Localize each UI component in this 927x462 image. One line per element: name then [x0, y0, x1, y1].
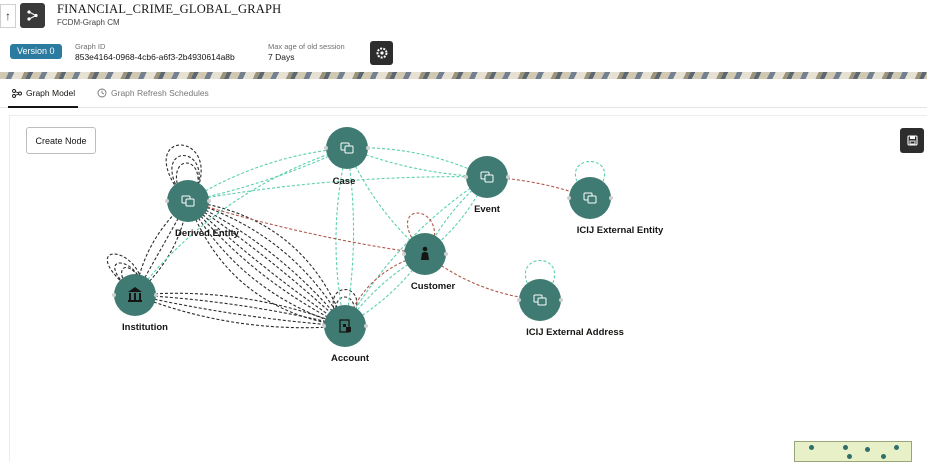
graph-edge[interactable]: [175, 162, 199, 194]
gear-icon: [376, 47, 387, 59]
graph-node-icij-external-entity[interactable]: ICIJ External Entity: [567, 177, 664, 236]
graph-edge[interactable]: [134, 294, 346, 327]
graph-edge[interactable]: [406, 212, 436, 247]
minimap-node: [847, 454, 852, 459]
graph-id-value: 853e4164-0968-4cb6-a6f3-2b4930614a8b: [75, 52, 235, 62]
graph-edge[interactable]: [346, 147, 488, 178]
graph-node-customer[interactable]: Customer: [402, 233, 455, 292]
tab-label: Graph Model: [26, 88, 76, 98]
page-title: FINANCIAL_CRIME_GLOBAL_GRAPH: [57, 2, 282, 16]
minimap-node: [843, 445, 848, 450]
graph-edge[interactable]: [134, 294, 346, 327]
graph-edge[interactable]: [187, 200, 346, 327]
graph-edge[interactable]: [574, 161, 606, 191]
graph-edge[interactable]: [165, 144, 202, 194]
arrow-up-icon: ↑: [5, 9, 11, 23]
graph-node-label: ICIJ External Entity: [577, 225, 664, 236]
entity-icon: [480, 171, 494, 183]
max-age-label: Max age of old session: [268, 42, 345, 51]
max-age-value: 7 Days: [268, 52, 295, 62]
graph-edge[interactable]: [134, 292, 346, 327]
bank-icon: [128, 287, 142, 302]
entity-icon: [583, 192, 597, 204]
graph-node-case[interactable]: Case: [324, 127, 370, 187]
graph-node-label: Account: [331, 353, 370, 364]
graph-edge[interactable]: [171, 154, 200, 194]
graph-node-derived-entity[interactable]: Derived Entity: [165, 180, 240, 239]
graph-edge[interactable]: [134, 294, 346, 329]
graph-node-label: Event: [474, 204, 501, 215]
settings-button[interactable]: [370, 41, 393, 65]
decorative-banner: [0, 72, 927, 79]
active-tab-indicator: [8, 106, 78, 108]
graph-edge[interactable]: [344, 176, 488, 327]
graph-node-label: Institution: [122, 322, 168, 333]
graph-edge[interactable]: [524, 259, 556, 293]
graph-model-icon: [12, 88, 22, 98]
graph-node-label: ICIJ External Address: [526, 327, 624, 338]
schedule-icon: [97, 88, 107, 98]
graph-node-icij-external-address[interactable]: ICIJ External Address: [517, 279, 624, 338]
graph-edge[interactable]: [187, 176, 488, 202]
graph-edge[interactable]: [187, 200, 346, 327]
graph-node-label: Customer: [411, 281, 456, 292]
graph-edge[interactable]: [187, 200, 346, 327]
graph-node-institution[interactable]: Institution: [112, 274, 168, 333]
graph-edge[interactable]: [187, 200, 426, 255]
graph-edge[interactable]: [187, 200, 346, 327]
graph-id-label: Graph ID: [75, 42, 106, 51]
entity-icon: [340, 142, 354, 154]
create-node-button[interactable]: Create Node: [26, 127, 96, 154]
tab-label: Graph Refresh Schedules: [111, 88, 209, 98]
tab-graph-model[interactable]: Graph Model: [12, 88, 75, 98]
page-header: ↑ FINANCIAL_CRIME_GLOBAL_GRAPH FCDM-Grap…: [0, 0, 927, 72]
graph-edge[interactable]: [187, 200, 346, 327]
minimap-node: [865, 447, 870, 452]
graph-app-icon: [20, 3, 45, 28]
graph-edge[interactable]: [187, 200, 346, 327]
graph-minimap[interactable]: [794, 441, 912, 462]
save-icon: [906, 135, 918, 146]
graph-edge[interactable]: [134, 147, 348, 296]
graph-node-label: Derived Entity: [175, 228, 240, 239]
account-icon: [339, 319, 351, 333]
graph-edge[interactable]: [332, 288, 358, 319]
entity-icon: [533, 294, 547, 306]
graph-edge[interactable]: [335, 147, 348, 327]
graph-node-account[interactable]: Account: [322, 305, 370, 364]
graph-edge[interactable]: [187, 200, 346, 327]
back-button[interactable]: ↑: [0, 4, 16, 28]
graph-edge[interactable]: [346, 147, 488, 178]
graph-node-event[interactable]: Event: [464, 156, 510, 215]
minimap-node: [809, 445, 814, 450]
person-icon: [421, 246, 429, 260]
entity-icon: [181, 195, 195, 207]
graph-edge[interactable]: [344, 147, 355, 327]
minimap-node: [881, 454, 886, 459]
page-subtitle: FCDM-Graph CM: [57, 18, 120, 27]
graph-node-label: Case: [333, 176, 356, 187]
save-button[interactable]: [900, 128, 924, 153]
graph-edge[interactable]: [187, 200, 346, 327]
tab-bar: Graph Model Graph Refresh Schedules: [0, 80, 927, 108]
minimap-node: [894, 445, 899, 450]
tab-graph-refresh-schedules[interactable]: Graph Refresh Schedules: [97, 88, 209, 98]
graph-edge[interactable]: [106, 253, 144, 288]
version-badge[interactable]: Version 0: [10, 44, 62, 59]
